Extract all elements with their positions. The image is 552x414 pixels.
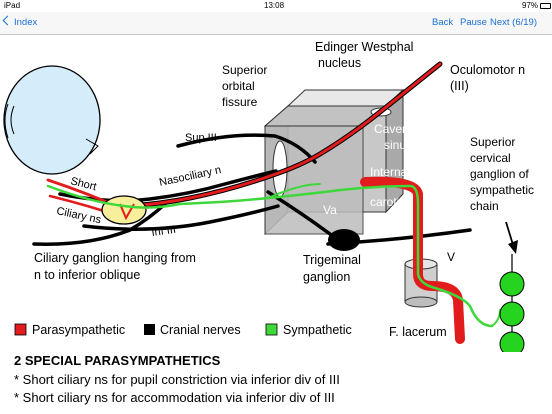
label-artery: artery	[370, 211, 401, 225]
label-cavernous-1: Cavernous	[374, 122, 432, 136]
label-ciliary-hang-2: n to inferior oblique	[34, 268, 140, 282]
index-back-button[interactable]: Index	[2, 15, 37, 28]
device-name: iPad	[4, 1, 21, 10]
back-button[interactable]: Back	[432, 17, 454, 28]
legend: Parasympathetic Cranial nerves Sympathet…	[14, 323, 352, 337]
label-oculomotor: Oculomotor n	[450, 63, 525, 77]
label-nasociliary: Nasociliary n	[158, 164, 222, 189]
legend-swatch-cranial	[144, 324, 155, 335]
legend-label-parasympathetic: Parasympathetic	[32, 323, 125, 337]
eyeball	[3, 65, 101, 175]
label-trigeminal-2: ganglion	[303, 270, 350, 284]
label-sup-cerv-5: chain	[470, 199, 499, 213]
trigeminal-ganglion	[328, 229, 360, 251]
pause-button[interactable]: Pause	[460, 17, 487, 28]
ciliary-ganglion	[101, 195, 147, 225]
label-internal: Internal	[370, 165, 410, 179]
legend-label-cranial: Cranial nerves	[160, 323, 241, 337]
label-sup3: Sup III	[185, 132, 217, 144]
label-sup-cerv-2: cervical	[470, 151, 511, 165]
label-sup-orbital-3: fissure	[222, 95, 258, 109]
caption-line-2: * Short ciliary ns for accommodation via…	[14, 390, 335, 405]
chevron-left-icon	[2, 15, 13, 26]
label-oculomotor-num: (III)	[450, 79, 469, 93]
label-cavernous-2: sinus	[384, 138, 412, 152]
status-bar: iPad 13:08 97%	[0, 0, 552, 12]
sympathetic-chain	[499, 254, 525, 352]
cavernous-sinus-box	[263, 88, 405, 236]
label-edinger: Edinger Westphal	[315, 40, 413, 54]
label-carotid: carotid	[370, 195, 406, 209]
label-short: Short	[69, 175, 97, 193]
battery-percent: 97%	[522, 1, 539, 10]
anatomy-diagram: Edinger Westphal nucleus Oculomotor n (I…	[3, 40, 534, 352]
caption-title: 2 SPECIAL PARASYMPATHETICS	[14, 353, 221, 368]
clock: 13:08	[264, 1, 285, 10]
label-nucleus: nucleus	[318, 56, 361, 70]
caption-line-1: * Short ciliary ns for pupil constrictio…	[14, 372, 340, 387]
arrow-down-icon	[505, 221, 518, 254]
label-sup-orbital-2: orbital	[222, 79, 255, 93]
label-sup-cerv-4: sympathetic	[470, 183, 534, 197]
label-sup-cerv-1: Superior	[470, 135, 515, 149]
ciliary-ganglion-synapse	[119, 203, 135, 221]
battery-icon	[540, 3, 551, 9]
label-lacerum: F. lacerum	[389, 325, 447, 339]
label-sup-cerv-3: ganglion of	[470, 167, 529, 181]
label-sup-orbital-1: Superior	[222, 63, 267, 77]
label-v: V	[447, 250, 455, 264]
label-trigeminal-1: Trigeminal	[303, 253, 361, 267]
label-inf3: Inf III	[151, 224, 177, 239]
label-va: Va	[323, 203, 337, 217]
navigation-bar: Index Back Pause Next (6/19)	[0, 12, 552, 35]
legend-swatch-sympathetic	[265, 323, 278, 336]
next-button[interactable]: Next (6/19)	[490, 17, 537, 28]
legend-label-sympathetic: Sympathetic	[283, 323, 352, 337]
legend-swatch-parasympathetic	[14, 323, 27, 336]
label-ciliary-hang-1: Ciliary ganglion hanging from	[34, 251, 196, 265]
